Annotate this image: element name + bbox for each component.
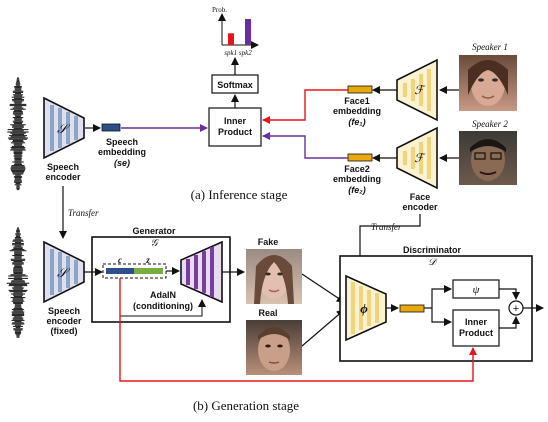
inner-product-d-label-2: Product	[459, 328, 493, 338]
probability-bar-chart: Prob. spk1 spk2	[212, 6, 259, 57]
transfer-right-label: Transfer	[371, 222, 402, 232]
face1-embedding-label-2: embedding	[333, 106, 381, 116]
prob-bar-1	[228, 33, 234, 45]
speech-embedding-label-1: Speech	[106, 137, 138, 147]
adain-label-1: AdaIN	[150, 290, 176, 300]
speech-embedding-vector	[101, 123, 121, 132]
face2-embedding-label-3: (fe₂)	[348, 185, 365, 195]
speaker-2-label: Speaker 2	[472, 119, 508, 129]
phi-encoder-block: ϕ	[345, 274, 387, 342]
arrow-face1-to-inner-product	[262, 89, 348, 124]
real-image	[246, 320, 302, 375]
phi-symbol: ϕ	[360, 301, 368, 316]
z-vector	[134, 268, 163, 274]
face1-embedding-label-3: (fe₁)	[348, 117, 365, 127]
speech-encoder-fixed-label-3: (fixed)	[51, 326, 78, 336]
speech-encoder-block: 𝒮	[43, 96, 85, 160]
inner-product-label-2: Product	[218, 127, 252, 137]
speech-embedding-label-3: (se)	[114, 158, 130, 168]
inner-product-box-inference	[208, 107, 262, 147]
discriminator-symbol: 𝒟	[428, 257, 438, 268]
face1-embedding-vector	[347, 85, 373, 94]
face-encoder-1-symbol: ℱ	[414, 83, 426, 97]
z-label: z	[145, 255, 150, 265]
face-encoder-2-symbol: ℱ	[414, 151, 426, 165]
speaker-1-label: Speaker 1	[472, 42, 508, 52]
transfer-left-label: Transfer	[68, 208, 99, 218]
arrow-to-psi	[431, 285, 452, 308]
arrow-inner-to-sum	[499, 316, 520, 329]
speech-encoder-label-1: Speech	[47, 162, 79, 172]
face-encoder-2-block: ℱ	[396, 126, 438, 190]
real-label: Real	[258, 308, 277, 318]
arrow-real-to-discriminator	[301, 309, 345, 347]
face1-embedding-label-1: Face1	[344, 96, 370, 106]
arrow-to-inner-product-d	[431, 308, 452, 326]
softmax-label: Softmax	[217, 80, 253, 90]
face-encoder-1-block: ℱ	[396, 58, 438, 122]
speaker-1-photo	[459, 55, 517, 111]
fake-label: Fake	[258, 237, 279, 247]
arrow-transfer-right	[356, 214, 421, 277]
speech-encoder-label-2: encoder	[45, 172, 81, 182]
arrow-fake-to-discriminator	[301, 273, 345, 303]
speaker-2-photo	[459, 131, 517, 185]
inference-caption: (a) Inference stage	[191, 187, 288, 202]
face-encoder-label-2: encoder	[402, 202, 438, 212]
face-encoder-label-1: Face	[410, 192, 431, 202]
fake-image	[246, 249, 302, 304]
generator-title: Generator	[132, 226, 176, 236]
arrow-c-to-discriminator-inner-product	[119, 278, 477, 382]
inner-product-d-label-1: Inner	[465, 317, 488, 327]
psi-symbol: ψ	[473, 284, 480, 296]
waveform-generation-icon	[6, 227, 30, 338]
speech-embedding-label-2: embedding	[98, 147, 146, 157]
speech-encoder-fixed-label-2: encoder	[46, 316, 82, 326]
face2-embedding-label-1: Face2	[344, 164, 370, 174]
generator-block	[180, 240, 223, 304]
arrow-face2-to-inner-product	[262, 132, 348, 159]
generator-symbol: 𝒢	[150, 238, 159, 249]
bar-category-labels: spk1 spk2	[224, 49, 252, 57]
discriminator-title: Discriminator	[403, 245, 462, 255]
adain-label-2: (conditioning)	[133, 301, 193, 311]
speech-encoder-fixed-block: 𝒮	[43, 240, 85, 304]
arrow-psi-to-sum	[499, 288, 520, 300]
face2-embedding-vector	[347, 153, 373, 162]
generation-caption: (b) Generation stage	[193, 398, 299, 413]
sum-symbol: +	[513, 303, 519, 315]
c-vector	[106, 268, 134, 274]
inner-product-label-1: Inner	[224, 116, 247, 126]
prob-bar-2	[245, 19, 251, 45]
c-label: c	[118, 255, 122, 265]
face2-embedding-label-2: embedding	[333, 174, 381, 184]
discriminator-embedding-vector	[399, 304, 425, 313]
waveform-inference-icon	[7, 77, 29, 191]
prob-axis-label: Prob.	[212, 6, 227, 14]
speech-encoder-fixed-label-1: Speech	[48, 306, 80, 316]
